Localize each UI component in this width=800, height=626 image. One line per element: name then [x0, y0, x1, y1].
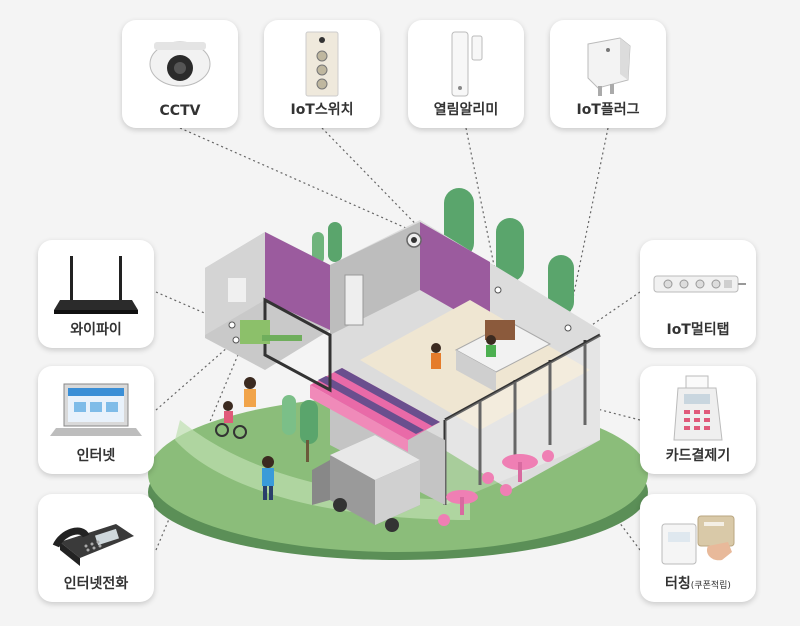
touch-label-main: 터칭: [665, 576, 691, 592]
device-card-internet-phone: 인터넷전화: [38, 494, 154, 602]
wifi-router-icon: [46, 248, 146, 320]
device-label-cctv: CCTV: [159, 103, 201, 119]
door-sensor-icon: [416, 28, 516, 100]
device-label-touch: 터칭(쿠폰적립): [640, 573, 756, 593]
device-card-cctv: CCTV: [122, 20, 238, 128]
desk-phone-icon: [46, 502, 146, 574]
device-card-iot-switch: IoT스위치: [264, 20, 380, 128]
device-card-card-payment: 카드결제기: [640, 366, 756, 474]
touch-coupon-icon: [648, 502, 748, 574]
device-card-wifi: 와이파이: [38, 240, 154, 348]
device-card-iot-multitap: IoT멀티탭: [640, 240, 756, 348]
people: [215, 335, 496, 500]
device-label-iot-multitap: IoT멀티탭: [666, 322, 730, 338]
pink-tables: [438, 450, 554, 526]
smart-plug-icon: [558, 28, 658, 100]
device-card-internet: 인터넷: [38, 366, 154, 474]
device-label-open-alarm: 열림알리미: [433, 102, 499, 118]
device-label-internet-phone: 인터넷전화: [63, 576, 129, 592]
trees: [282, 188, 574, 462]
touch-label-note: (쿠폰적립): [690, 581, 731, 591]
wall-switch-icon: [272, 28, 372, 100]
device-card-open-alarm: 열림알리미: [408, 20, 524, 128]
device-label-iot-switch: IoT스위치: [290, 102, 354, 118]
card-terminal-icon: [648, 374, 748, 446]
awning: [310, 368, 440, 452]
device-label-iot-plug: IoT플러그: [576, 102, 640, 118]
cctv-camera-icon: [130, 28, 230, 100]
device-card-iot-plug: IoT플러그: [550, 20, 666, 128]
device-card-touch: 터칭(쿠폰적립): [640, 494, 756, 602]
device-label-internet: 인터넷: [76, 448, 116, 464]
device-label-card-payment: 카드결제기: [665, 448, 731, 464]
laptop-icon: [46, 374, 146, 446]
truck: [312, 435, 420, 532]
device-label-wifi: 와이파이: [70, 322, 122, 338]
power-strip-icon: [648, 248, 748, 320]
